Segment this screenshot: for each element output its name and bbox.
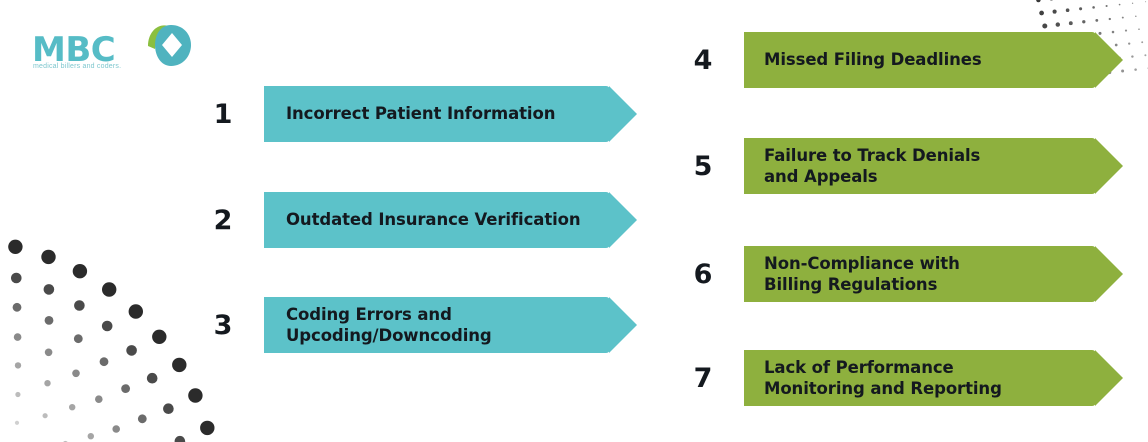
number-badge-value-7: 7 [693, 362, 713, 394]
mbc-leaf-logo-icon [148, 25, 191, 66]
number-badge-3: 3 [172, 293, 264, 357]
banner-bar-7: Lack of Performance Monitoring and Repor… [688, 350, 1123, 406]
banner-bar-3: Coding Errors and Upcoding/Downcoding [208, 297, 637, 353]
number-badge-value-6: 6 [693, 258, 713, 290]
banner-bar-4: Missed Filing Deadlines [688, 32, 1123, 88]
number-badge-value-2: 2 [213, 204, 233, 236]
banner-label-2: Outdated Insurance Verification [286, 210, 581, 230]
number-badge-5: 5 [652, 134, 744, 198]
banner-bar-6: Non-Compliance with Billing Regulations [688, 246, 1123, 302]
number-badge-value-4: 4 [693, 44, 713, 76]
hexagon-shape [652, 242, 744, 306]
logo-tagline: medical billers and coders. [33, 63, 122, 70]
banner-label-4: Missed Filing Deadlines [764, 50, 982, 70]
hexagon-shape [652, 28, 744, 92]
logo-wordmark: MBC [32, 30, 116, 70]
banner-bar-2: Outdated Insurance Verification [208, 192, 637, 248]
number-badge-1: 1 [172, 82, 264, 146]
hexagon-shape [652, 346, 744, 410]
banner-bar-5: Failure to Track Denials and Appeals [688, 138, 1123, 194]
banner-label-7: Lack of Performance Monitoring and Repor… [764, 357, 1002, 398]
number-badge-4: 4 [652, 28, 744, 92]
hexagon-shape [172, 188, 264, 252]
hexagon-shape [172, 82, 264, 146]
number-badge-2: 2 [172, 188, 264, 252]
number-badge-7: 7 [652, 346, 744, 410]
number-badge-value-3: 3 [213, 309, 233, 341]
mbc-logo: MBC medical billers and coders. [30, 10, 191, 76]
banner-label-3: Coding Errors and Upcoding/Downcoding [286, 304, 492, 345]
hexagon-shape [172, 293, 264, 357]
banner-label-1: Incorrect Patient Information [286, 104, 556, 124]
number-badge-value-5: 5 [693, 150, 713, 182]
hexagon-shape [652, 134, 744, 198]
banner-bar-1: Incorrect Patient Information [208, 86, 637, 142]
banner-label-6: Non-Compliance with Billing Regulations [764, 253, 960, 294]
number-badge-value-1: 1 [213, 98, 233, 130]
number-badge-6: 6 [652, 242, 744, 306]
banner-label-5: Failure to Track Denials and Appeals [764, 145, 981, 186]
